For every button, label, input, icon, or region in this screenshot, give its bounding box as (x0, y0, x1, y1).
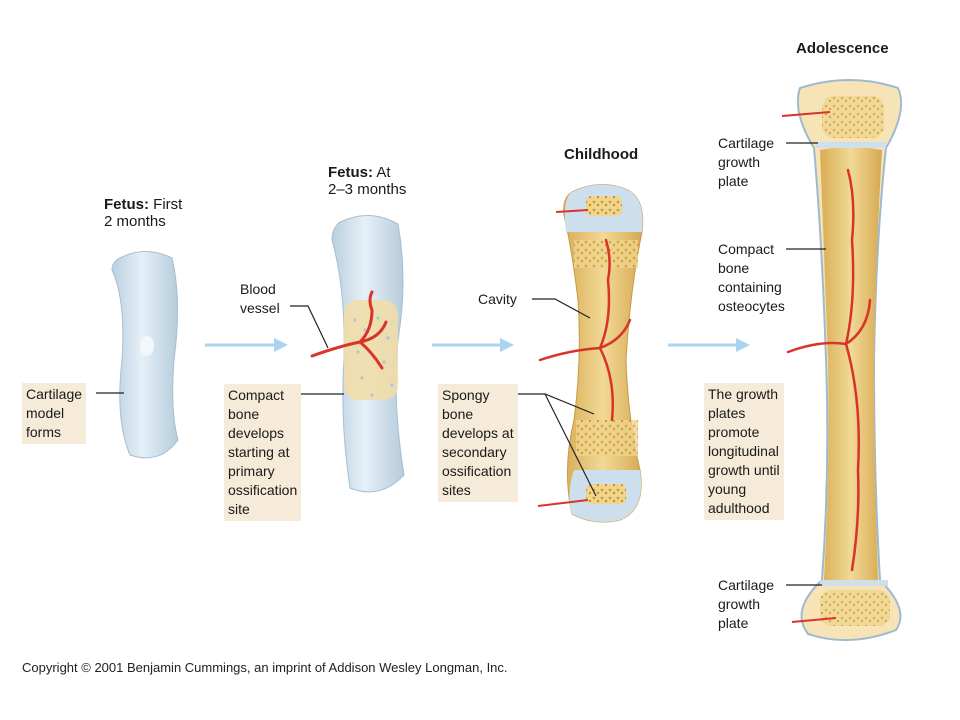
stage-title-fetus-at: Fetus: At 2–3 months (328, 164, 407, 198)
childhood-bottom-vessel (537, 499, 589, 507)
primary-ossification-dots (353, 316, 394, 397)
blood-vessel-stage3 (538, 238, 632, 422)
label-cavity: Cavity (478, 291, 517, 307)
blood-vessel-stage2 (310, 290, 388, 370)
copyright-notice: Copyright © 2001 Benjamin Cummings, an i… (22, 660, 508, 675)
childhood-spongy-bottom (576, 420, 638, 456)
progression-arrows (205, 338, 750, 352)
childhood-top-vessel (555, 209, 589, 213)
label-cartilage-growth-plate-top: Cartilage growth plate (718, 135, 775, 189)
childhood-bottom-secondary-site (586, 484, 626, 504)
label-cartilage-model: Cartilage model forms (22, 383, 87, 444)
stage-title-adolescence: Adolescence (796, 40, 889, 57)
label-blood-vessel: Blood vessel (240, 281, 280, 316)
adolescence-bottom-vessel (791, 617, 837, 623)
label-compact-bone-primary: Compact bone develops starting at primar… (224, 384, 302, 521)
adolescence-bottom-epiphysis (820, 590, 890, 626)
adolescence-top-epiphysis (822, 96, 884, 138)
label-spongy-bone: Spongy bone develops at secondary ossifi… (438, 384, 518, 502)
label-compact-bone-osteocytes: Compact bone containing osteocytes (718, 241, 785, 314)
stage-title-childhood: Childhood (564, 146, 639, 163)
blood-vessel-stage4 (786, 168, 872, 572)
label-growth-plates-promote: The growth plates promote longitudinal g… (704, 383, 784, 520)
adolescence-bottom-growth-plate (820, 580, 888, 586)
adolescence-top-vessel (781, 111, 831, 117)
label-cartilage-growth-plate-bottom: Cartilage growth plate (718, 577, 775, 631)
childhood-top-secondary-site (586, 196, 622, 216)
adolescence-top-growth-plate (816, 142, 886, 148)
stage-title-fetus-first: Fetus: First 2 months (104, 196, 183, 230)
cartilage-center (140, 336, 154, 356)
